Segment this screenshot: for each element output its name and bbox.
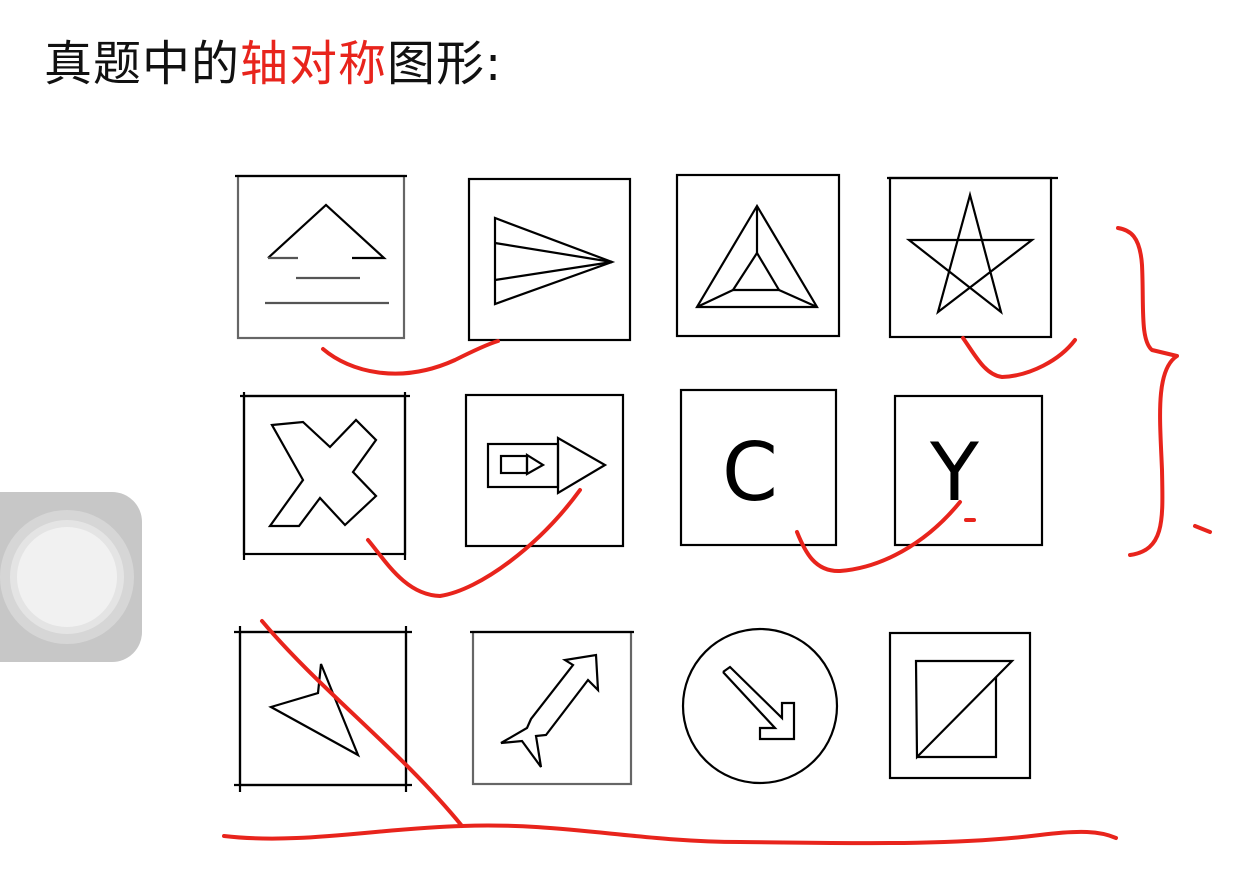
letter-y-glyph: Y	[929, 426, 980, 519]
assistive-touch-core	[17, 527, 117, 627]
annotation-brace	[1116, 226, 1179, 557]
annotation-curve-row1-right	[961, 336, 1077, 379]
annotation-brace-tick	[1193, 524, 1212, 534]
annotation-curve-row1-left	[321, 339, 500, 376]
annotation-curve-row2-right	[795, 500, 962, 574]
figure-letter-c: C	[679, 388, 838, 547]
figure-circle-arrow	[681, 627, 839, 785]
figure-letter-y: Y	[893, 394, 1044, 547]
title-prefix: 真题中的	[44, 36, 241, 92]
figure-fan-triangle	[467, 177, 632, 342]
figure-x-cross	[240, 392, 410, 560]
figure-pentagram	[887, 176, 1058, 339]
title-highlight: 轴对称	[240, 36, 388, 92]
figure-square-triangle	[888, 631, 1032, 780]
figure-diagonal-arrow	[470, 630, 634, 786]
figure-triangle-lines	[235, 174, 407, 340]
annotation-underline	[222, 823, 1118, 846]
figure-pencil-arrow	[464, 393, 625, 548]
annotation-strokes	[222, 226, 1212, 846]
page-title: 真题中的轴对称图形:	[44, 24, 502, 94]
letter-c-glyph: C	[722, 426, 778, 519]
annotation-curve-row2-left	[366, 488, 582, 598]
figure-arrowhead-star	[234, 626, 412, 792]
assistive-touch-button[interactable]	[0, 492, 142, 662]
title-suffix: 图形:	[387, 36, 503, 92]
figure-nested-triangles	[675, 173, 841, 338]
annotation-diagonal-cross	[260, 619, 464, 828]
